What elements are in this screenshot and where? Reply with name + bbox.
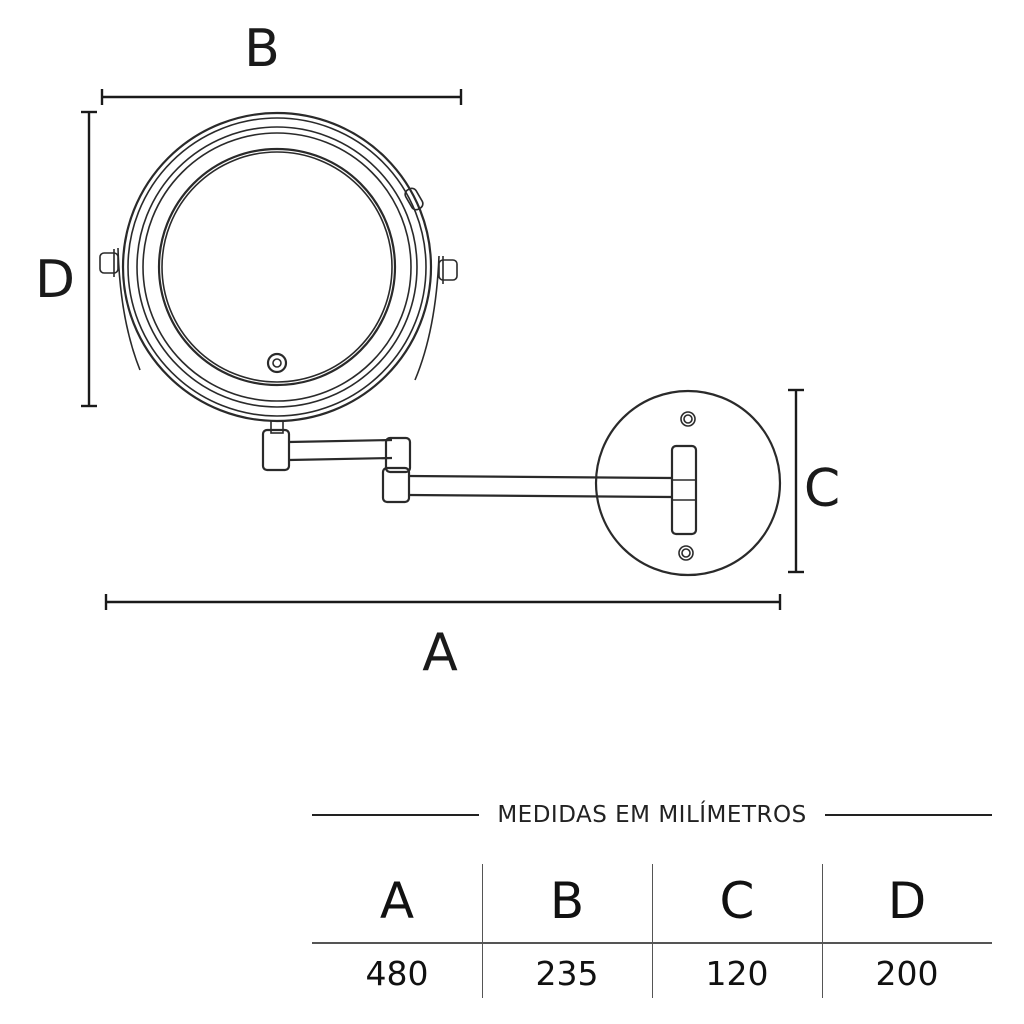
measurements-header: MEDIDAS EM MILÍMETROS xyxy=(312,790,992,840)
dimension-c-label: C xyxy=(804,459,840,519)
header-rule-right xyxy=(824,814,992,816)
articulated-arm xyxy=(261,420,673,504)
measurement-value-b: 235 xyxy=(535,953,599,993)
dimension-c: C xyxy=(788,388,840,574)
dimension-d-label: D xyxy=(35,250,75,310)
dimension-a: A xyxy=(104,594,782,683)
measurements-title: MEDIDAS EM MILÍMETROS xyxy=(497,802,807,828)
measurement-column-d: D 200 xyxy=(822,864,992,998)
measurement-label-a: A xyxy=(379,872,415,930)
mirror-technical-drawing: B D C A xyxy=(35,19,840,683)
dimension-a-label: A xyxy=(422,623,458,683)
measurement-value-c: 120 xyxy=(705,953,769,993)
mirror-head xyxy=(99,111,458,423)
measurement-column-a: A 480 xyxy=(312,864,482,998)
dimension-b: B xyxy=(100,19,463,105)
pivot-pin-right xyxy=(438,256,458,284)
header-rule-left xyxy=(312,814,480,816)
dimension-d: D xyxy=(35,110,97,408)
wall-plate xyxy=(594,389,782,577)
touch-button-icon xyxy=(266,352,288,374)
dimension-b-label: B xyxy=(244,19,280,79)
measurement-value-a: 480 xyxy=(365,953,429,993)
measurement-label-c: C xyxy=(719,872,755,930)
measurements-table: MEDIDAS EM MILÍMETROS A 480 B 235 C 120 … xyxy=(312,790,992,998)
measurement-label-d: D xyxy=(887,872,927,930)
pivot-pin-left xyxy=(99,249,119,277)
measurement-column-c: C 120 xyxy=(652,864,822,998)
measurement-column-b: B 235 xyxy=(482,864,652,998)
measurements-grid: A 480 B 235 C 120 D 200 xyxy=(312,864,992,998)
measurement-value-d: 200 xyxy=(875,953,939,993)
measurement-label-b: B xyxy=(549,872,585,930)
